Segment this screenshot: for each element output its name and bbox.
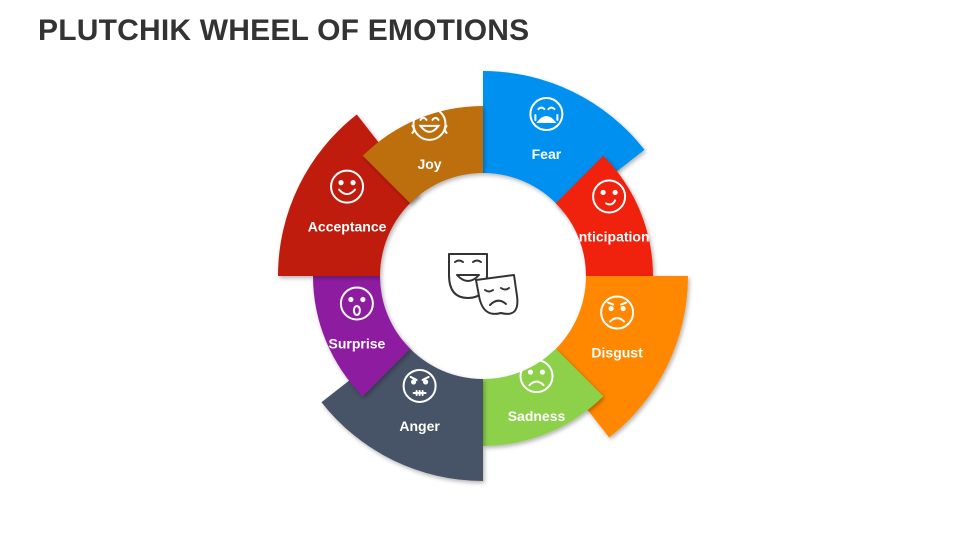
segment-shape — [313, 276, 411, 397]
segment-surprise: Surprise — [313, 276, 411, 397]
disgusted-face-icon — [600, 295, 635, 330]
segment-label: Fear — [532, 146, 562, 162]
segment-label: Joy — [417, 156, 441, 172]
segment-label: Sadness — [508, 408, 566, 424]
segment-sadness: Sadness — [483, 348, 604, 446]
segment-shape — [483, 348, 604, 446]
segment-label: Disgust — [591, 345, 643, 361]
theater-masks-icon — [448, 253, 519, 315]
segment-shape — [555, 155, 653, 276]
segment-label: Anticipation — [569, 229, 650, 245]
segment-label: Acceptance — [308, 219, 387, 235]
segment-anticipation: Anticipation — [555, 155, 653, 276]
angry-face-icon — [402, 368, 437, 403]
segment-label: Anger — [399, 418, 440, 434]
sad-face-icon — [519, 359, 554, 394]
crying-face-icon — [529, 97, 564, 132]
laughing-face-icon — [411, 106, 448, 141]
surprised-face-icon — [339, 286, 374, 321]
segment-joy: Joy — [362, 106, 483, 204]
smiling-face-icon — [330, 169, 365, 204]
segment-shape — [362, 106, 483, 204]
page-title: PLUTCHIK WHEEL OF EMOTIONS — [38, 14, 530, 47]
smirk-face-icon — [592, 179, 627, 214]
segment-label: Surprise — [328, 336, 385, 352]
